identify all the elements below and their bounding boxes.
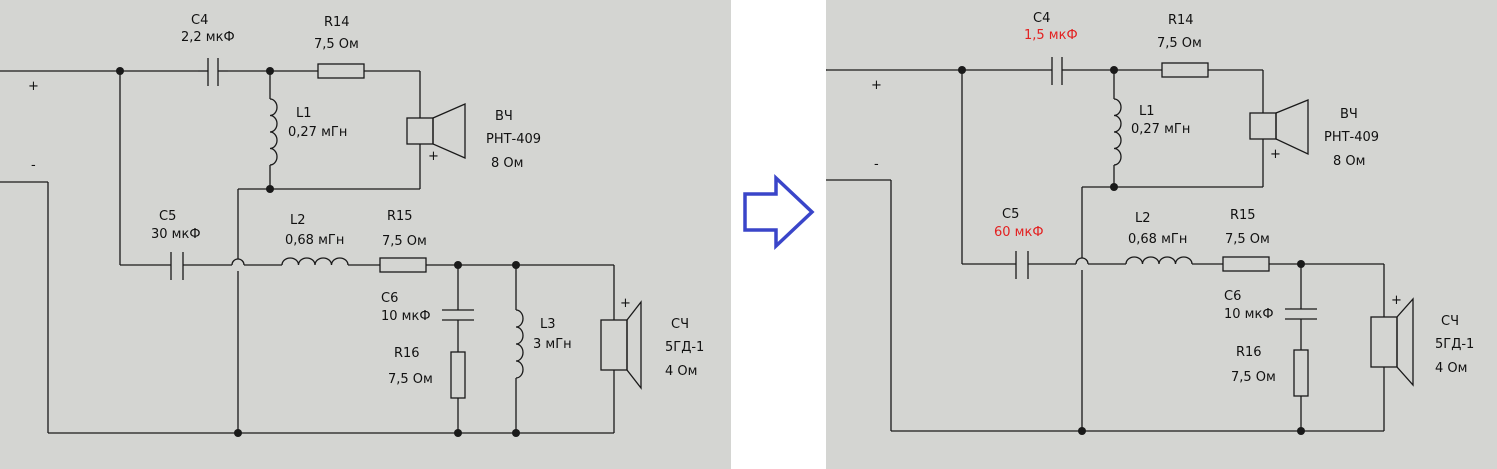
right-arrow-icon: [743, 173, 815, 251]
input-minus-label: -: [874, 157, 879, 172]
speaker-tweeter: [1249, 99, 1309, 156]
inductor-l2: [1125, 256, 1193, 265]
midrange-model: 5ГД-1: [665, 340, 704, 355]
junction-dots: [116, 67, 520, 437]
wires: [826, 69, 1385, 432]
c4-value: 2,2 мкФ: [181, 30, 235, 45]
c5-name: C5: [1002, 207, 1019, 222]
midrange-impedance: 4 Ом: [1435, 361, 1467, 376]
inductor-l2: [281, 257, 349, 266]
l1-value: 0,27 мГн: [288, 125, 347, 140]
capacitor-c4: [1051, 57, 1070, 85]
midrange-name: СЧ: [1441, 314, 1459, 329]
l3-name: L3: [540, 317, 556, 332]
speaker-midrange: [1370, 297, 1414, 387]
capacitor-c4: [198, 58, 228, 86]
l1-name: L1: [1139, 104, 1155, 119]
tweeter-plus-label: +: [1270, 147, 1281, 162]
midrange-plus-label: +: [1391, 293, 1402, 308]
tweeter-model: РНТ-409: [486, 132, 541, 147]
resistor-r16: [1293, 349, 1309, 397]
modified-schematic-panel: + - C4 1,5 мкФ R14 7,5 Ом L1 0,27 мГн ВЧ…: [826, 0, 1497, 469]
c6-name: C6: [1224, 289, 1241, 304]
c6-value: 10 мкФ: [1224, 307, 1274, 322]
tweeter-model: РНТ-409: [1324, 130, 1379, 145]
input-minus-label: -: [31, 158, 36, 173]
speaker-tweeter: [406, 103, 466, 159]
c6-value: 10 мкФ: [381, 309, 431, 324]
r14-name: R14: [324, 15, 350, 30]
l3-value: 3 мГн: [533, 337, 572, 352]
l2-name: L2: [290, 213, 306, 228]
tweeter-impedance: 8 Ом: [1333, 154, 1365, 169]
capacitor-c6: [442, 309, 474, 321]
midrange-plus-label: +: [620, 296, 631, 311]
r16-name: R16: [394, 346, 420, 361]
r15-value: 7,5 Ом: [382, 234, 427, 249]
original-schematic-panel: + - C4 2,2 мкФ R14 7,5 Ом L1 0,27 мГн ВЧ…: [0, 0, 731, 469]
r16-value: 7,5 Ом: [388, 372, 433, 387]
c4-value-changed: 1,5 мкФ: [1024, 28, 1078, 43]
inductor-l3: [515, 309, 524, 379]
tweeter-impedance: 8 Ом: [491, 156, 523, 171]
l2-value: 0,68 мГн: [1128, 232, 1187, 247]
l2-name: L2: [1135, 211, 1151, 226]
input-plus-label: +: [871, 78, 882, 93]
resistor-r15: [1222, 256, 1270, 272]
resistor-r16: [450, 351, 466, 399]
tweeter-name: ВЧ: [495, 109, 513, 124]
l2-value: 0,68 мГн: [285, 233, 344, 248]
c5-value-changed: 60 мкФ: [994, 225, 1044, 240]
r16-name: R16: [1236, 345, 1262, 360]
r15-name: R15: [387, 209, 413, 224]
c6-name: C6: [381, 291, 398, 306]
original-schematic: + - C4 2,2 мкФ R14 7,5 Ом L1 0,27 мГн ВЧ…: [0, 13, 704, 437]
r15-name: R15: [1230, 208, 1256, 223]
c5-value: 30 мкФ: [151, 227, 201, 242]
capacitor-c5: [1015, 251, 1029, 279]
r14-value: 7,5 Ом: [1157, 36, 1202, 51]
junction-dots: [958, 66, 1305, 435]
midrange-model: 5ГД-1: [1435, 337, 1474, 352]
r14-name: R14: [1168, 13, 1194, 28]
inductor-l1: [1113, 98, 1122, 166]
c4-name: C4: [1033, 11, 1050, 26]
r14-value: 7,5 Ом: [314, 37, 359, 52]
modified-schematic: + - C4 1,5 мкФ R14 7,5 Ом L1 0,27 мГн ВЧ…: [826, 11, 1474, 435]
l1-name: L1: [296, 106, 312, 121]
midrange-name: СЧ: [671, 317, 689, 332]
c4-name: C4: [191, 13, 208, 28]
capacitor-c6: [1285, 308, 1317, 320]
l1-value: 0,27 мГн: [1131, 122, 1190, 137]
speaker-midrange: [600, 300, 642, 390]
resistor-r14: [1161, 62, 1209, 78]
capacitor-c5: [170, 252, 184, 280]
resistor-r15: [379, 257, 427, 273]
input-plus-label: +: [28, 79, 39, 94]
resistor-r14: [317, 63, 365, 79]
r16-value: 7,5 Ом: [1231, 370, 1276, 385]
r15-value: 7,5 Ом: [1225, 232, 1270, 247]
midrange-impedance: 4 Ом: [665, 364, 697, 379]
c5-name: C5: [159, 209, 176, 224]
tweeter-plus-label: +: [428, 149, 439, 164]
inductor-l1: [269, 98, 278, 166]
tweeter-name: ВЧ: [1340, 107, 1358, 122]
